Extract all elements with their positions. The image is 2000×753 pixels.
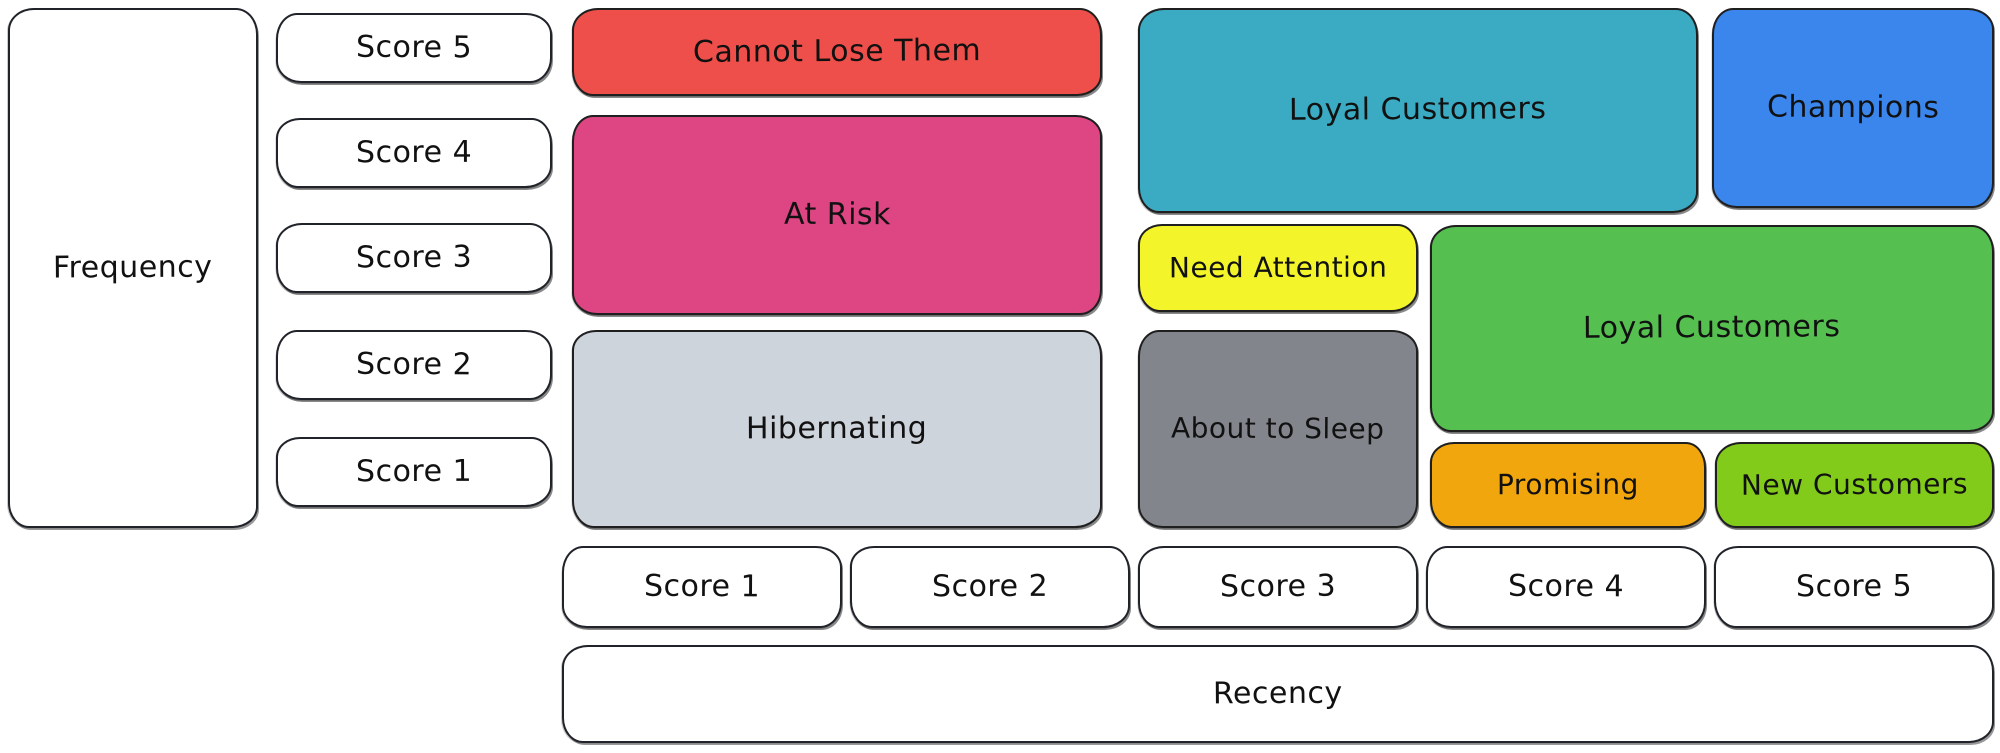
segment-hibernating[interactable]: Hibernating [572,330,1102,528]
recency-tick-score-3: Score 3 [1138,546,1418,628]
recency-tick-score-1: Score 1 [562,546,842,628]
segment-promising[interactable]: Promising [1430,442,1706,528]
segment-loyal-customers-teal[interactable]: Loyal Customers [1138,8,1698,213]
segment-cannot-lose-them[interactable]: Cannot Lose Them [572,8,1102,96]
recency-tick-score-5: Score 5 [1714,546,1994,628]
segment-need-attention[interactable]: Need Attention [1138,224,1418,312]
segment-at-risk[interactable]: At Risk [572,115,1102,315]
frequency-tick-score-2: Score 2 [276,330,552,400]
frequency-tick-score-5: Score 5 [276,13,552,83]
recency-axis-title: Recency [562,645,1994,743]
frequency-axis-title: Frequency [8,8,258,528]
frequency-tick-score-3: Score 3 [276,223,552,293]
segment-about-to-sleep[interactable]: About to Sleep [1138,330,1418,528]
recency-tick-score-2: Score 2 [850,546,1130,628]
frequency-tick-score-4: Score 4 [276,118,552,188]
segment-new-customers[interactable]: New Customers [1715,442,1994,528]
recency-tick-score-4: Score 4 [1426,546,1706,628]
segment-loyal-customers-green[interactable]: Loyal Customers [1430,225,1994,432]
frequency-tick-score-1: Score 1 [276,437,552,507]
segment-champions[interactable]: Champions [1712,8,1994,208]
